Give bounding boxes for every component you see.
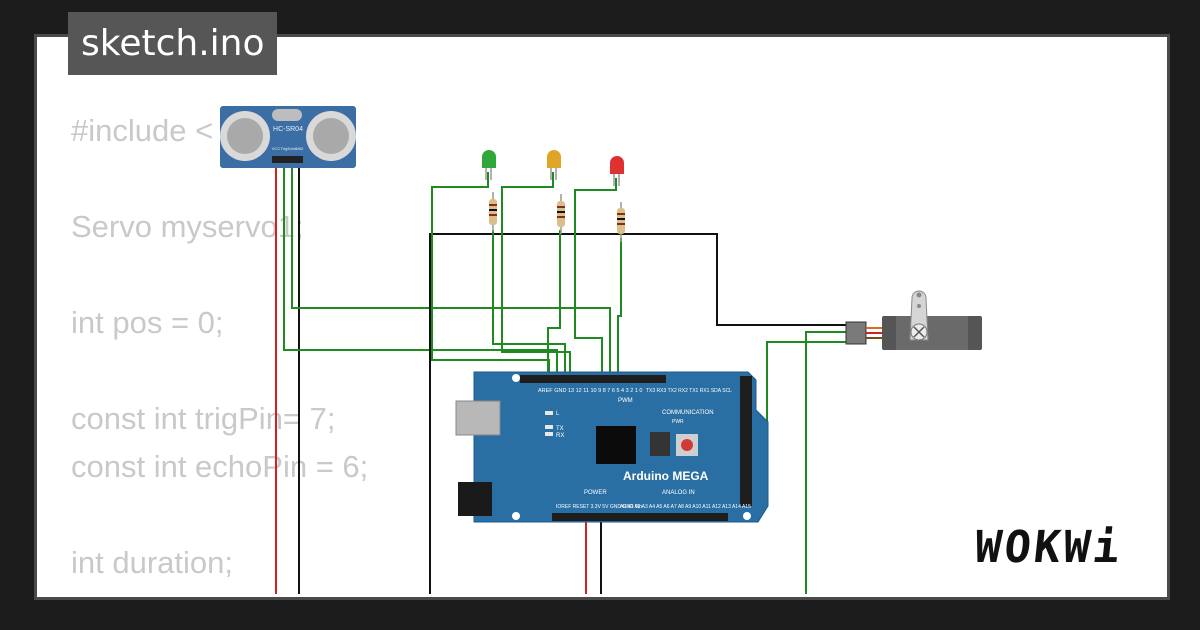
ultrasonic-sensor[interactable]: HC-SR04 VCC Trig Echo GND [220,106,356,168]
servo-motor[interactable] [845,290,982,350]
sensor-pin-vcc-label: VCC [272,146,281,151]
resistor-1-band-3 [489,214,497,216]
servo-hub-cross [913,326,925,338]
resistor-3[interactable] [617,202,625,242]
power-label: POWER [584,490,607,496]
code-line-10: int duration; [71,545,233,580]
wire-servo-power [766,341,848,448]
servo-horn-hole-bottom [917,304,921,308]
board-name: Arduino MEGA [623,469,709,483]
led-tx-indicator [545,425,553,429]
led-l-label: L [556,411,560,417]
header-bottom [552,513,728,521]
resistor-1[interactable] [489,192,497,232]
header-side [740,376,752,506]
analog-pin-labels: A0 A1 A2 A3 A4 A5 A6 A7 A8 A9 A10 A11 A1… [620,504,751,510]
wire-gnd-main [429,233,848,594]
resistor-2-band-2 [557,211,565,213]
resistor-2-band-3 [557,216,565,218]
icsp-header [650,432,670,456]
pwm-label: PWM [618,398,633,404]
wire-servo-signal [805,331,848,594]
resistor-3-body [617,208,625,234]
servo-body-center [896,316,968,350]
resistor-3-band-1 [617,213,625,215]
code-background: #include < Servo myservo1; int pos = 0; … [71,107,369,597]
wires [275,160,848,594]
led-rx-indicator [545,432,553,436]
led-tx-label: TX [556,426,564,432]
wire-res-yellow [547,230,561,380]
wire-res-green [492,230,566,380]
sensor-pin-gnd-label: GND [295,146,304,151]
microcontroller-chip [596,426,636,464]
code-line-1: #include < [71,113,214,148]
led-red[interactable] [610,156,624,186]
pwr-led-label: PWR [672,419,684,425]
mount-hole-3 [743,512,751,520]
sensor-pin-echo-label: Echo [287,146,297,151]
analog-in-label: ANALOG IN [662,490,695,496]
resistor-2-band-1 [557,206,565,208]
sensor-mesh-right [313,118,349,154]
power-jack [458,482,492,516]
sketch-title[interactable]: sketch.ino [68,12,278,75]
code-line-7: const int trigPin= 7; [71,401,336,436]
wokwi-logo: WOKWi [972,522,1126,573]
reset-button-cap [681,439,693,451]
led-green-body [482,150,496,168]
resistor-3-band-3 [617,223,625,225]
usb-port [455,400,501,436]
led-rx-label: RX [556,433,564,439]
mount-hole-2 [512,512,520,520]
code-line-3: Servo myservo1; [71,209,304,244]
wire-led-yellow [501,172,571,380]
resistor-3-band-2 [617,218,625,220]
digital-pin-labels: AREF GND 13 12 11 10 9 8 7 6 5 4 3 2 1 0 [538,388,642,394]
header-top-digital [520,375,666,383]
mount-hole-1 [512,374,520,382]
resistor-2[interactable] [557,194,565,234]
sensor-mesh-left [227,118,263,154]
comm-pin-labels: TX3 RX3 TX2 RX2 TX1 RX1 SDA SCL [646,388,732,394]
led-red-body [610,156,624,174]
sensor-crystal [272,109,302,121]
resistor-1-band-2 [489,209,497,211]
code-line-5: int pos = 0; [71,305,224,340]
resistor-1-band-1 [489,204,497,206]
sensor-label: HC-SR04 [273,126,303,133]
wire-res-red [617,238,622,380]
sensor-pin-trig-label: Trig [281,146,288,151]
arduino-mega-board[interactable]: L TX RX AREF GND 13 12 11 10 9 8 7 6 5 4… [455,371,769,523]
code-line-11: int di [71,587,368,597]
servo-connector [845,321,867,345]
wire-led-red [574,178,617,380]
sensor-header [272,156,303,163]
led-yellow[interactable] [547,150,561,180]
resistor-2-body [557,201,565,227]
communication-label: COMMUNICATION [662,410,714,416]
led-green[interactable] [482,150,496,180]
servo-horn-hole-top [916,292,922,298]
code-line-8: const int echoPin = 6; [71,449,369,484]
wire-echo [291,160,611,380]
power-pin-labels: IOREF RESET 3.3V 5V GND GND Vin [556,504,642,510]
wire-trig [283,160,558,380]
led-yellow-body [547,150,561,168]
led-l-indicator [545,411,553,415]
resistor-1-body [489,199,497,225]
